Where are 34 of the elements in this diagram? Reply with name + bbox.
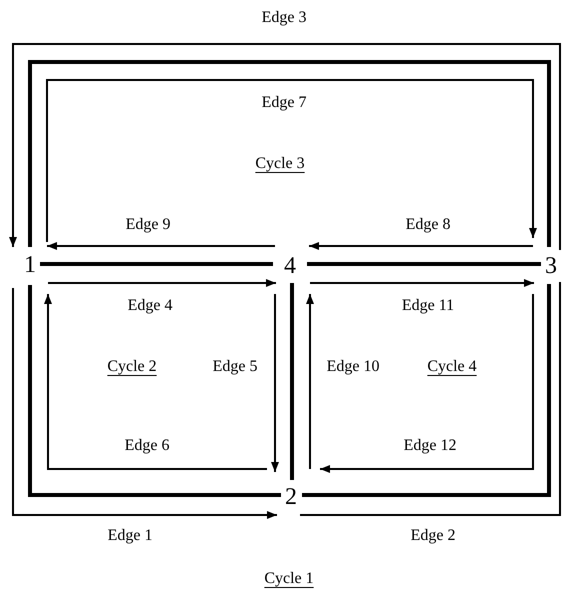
arrow xyxy=(12,288,277,519)
arrow xyxy=(44,294,267,470)
arrow xyxy=(309,242,533,250)
edge-label: Edge 7 xyxy=(262,95,306,111)
vertex-number: 4 xyxy=(284,254,296,278)
arrow xyxy=(46,79,537,242)
cycle-label: Cycle 4 xyxy=(427,357,477,377)
arrow xyxy=(306,294,314,469)
arrow xyxy=(271,294,279,472)
thick-line xyxy=(28,285,281,497)
edge-label: Edge 8 xyxy=(406,217,450,233)
edge-label: Edge 1 xyxy=(108,528,152,544)
arrow xyxy=(47,242,275,250)
edge-label: Edge 3 xyxy=(262,10,306,26)
edge-label: Edge 11 xyxy=(402,298,454,314)
vertex-number: 3 xyxy=(545,254,557,278)
cycle-label: Cycle 2 xyxy=(107,357,157,377)
thick-line xyxy=(40,262,273,266)
cycle-label: Cycle 3 xyxy=(255,154,305,174)
arrow xyxy=(320,294,534,473)
edge-label: Edge 9 xyxy=(126,217,170,233)
edge-label: Edge 2 xyxy=(410,528,456,544)
edge-label: Edge 4 xyxy=(128,298,172,314)
edge-label: Edge 12 xyxy=(404,438,456,454)
vertex-number: 1 xyxy=(24,253,36,277)
edge-label: Edge 10 xyxy=(326,359,380,375)
edge-label: Edge 5 xyxy=(212,359,258,375)
cycle-label: Cycle 1 xyxy=(264,569,314,589)
edge-label: Edge 6 xyxy=(124,438,170,454)
arrow xyxy=(310,279,534,287)
thick-line xyxy=(307,262,541,266)
thick-line xyxy=(290,283,294,480)
arrow xyxy=(48,279,276,287)
vertex-number: 2 xyxy=(285,485,297,509)
